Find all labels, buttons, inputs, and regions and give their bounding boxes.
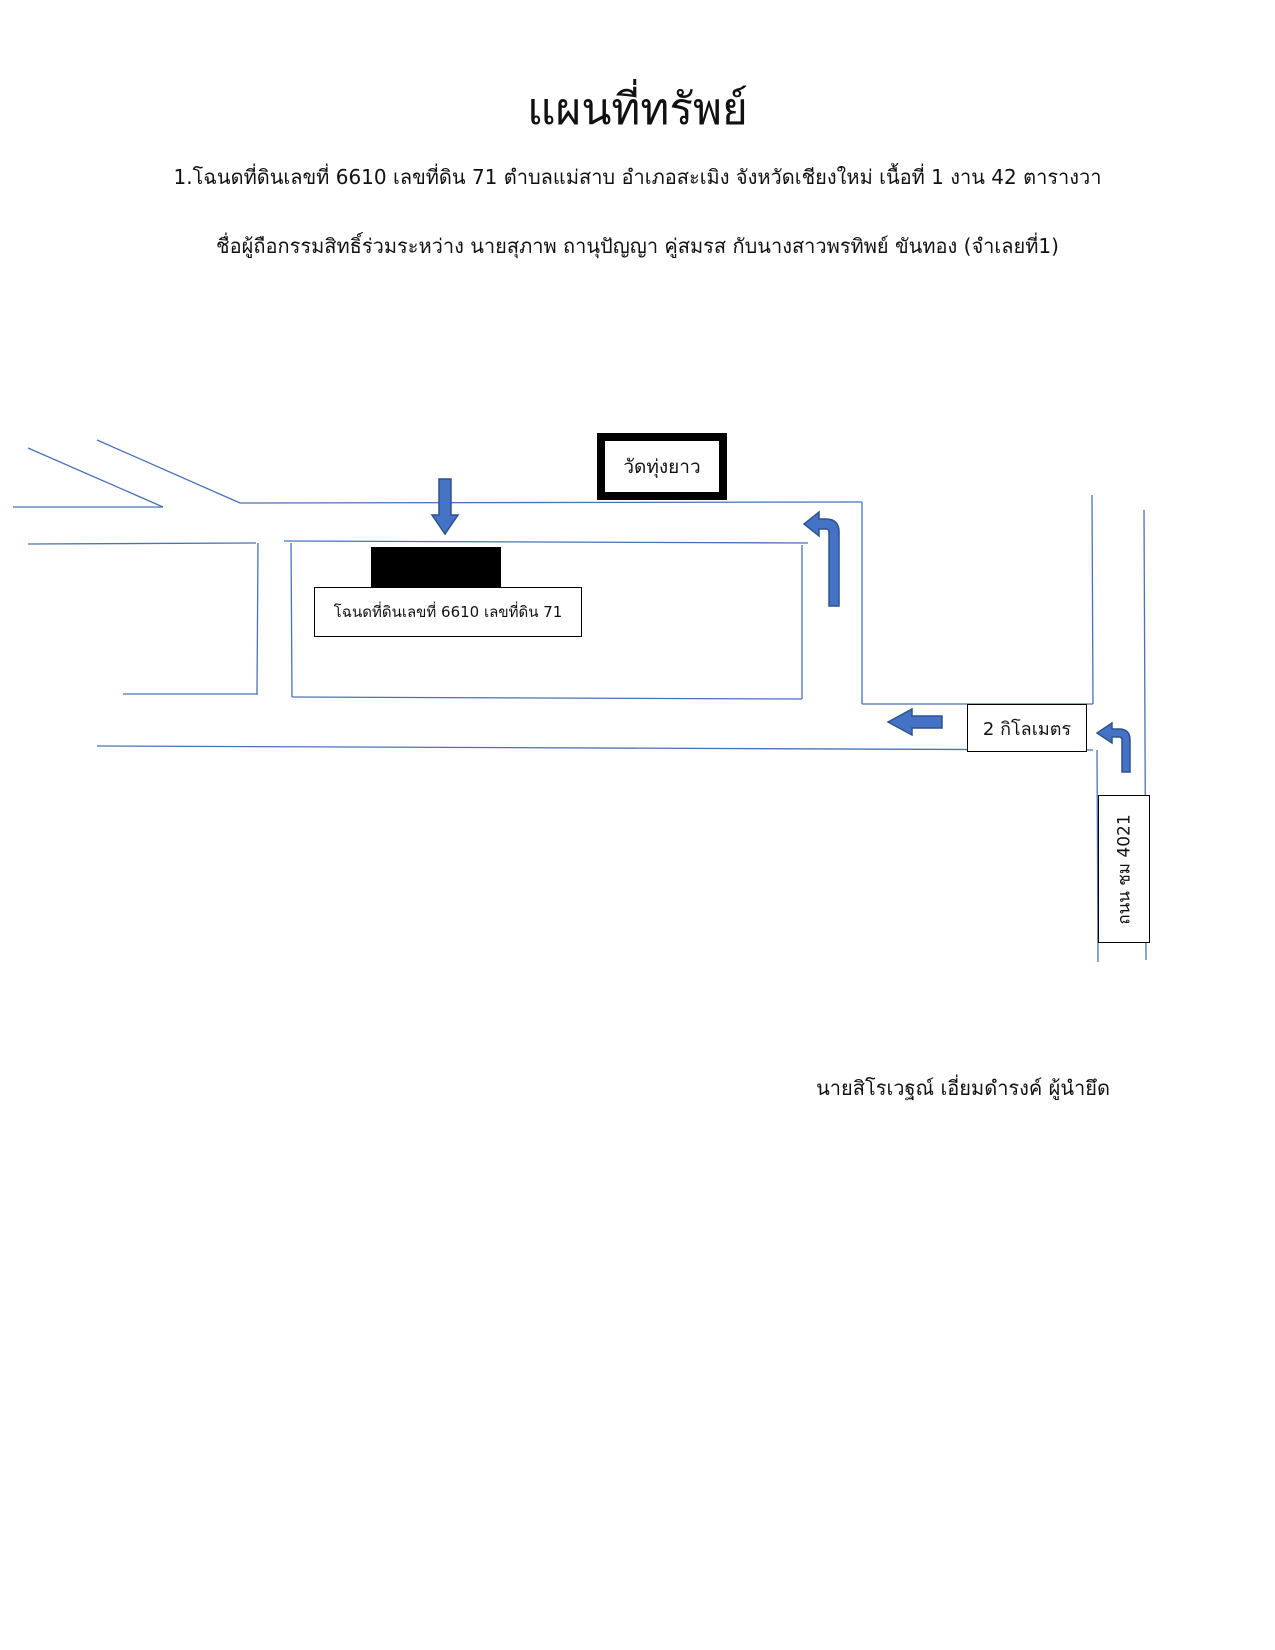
arrow-down-icon <box>430 478 460 536</box>
turn-left-arrow-icon <box>1095 721 1131 773</box>
building-block <box>371 547 501 587</box>
arrow-left-icon <box>886 707 943 737</box>
seizure-officer-signature-line: นายสิโรเวฐณ์ เอี่ยมดำรงค์ ผู้นำยึด <box>816 1076 1110 1100</box>
page-title: แผนที่ทรัพย์ <box>527 84 748 135</box>
road-label-box: ถนน ชม 4021 <box>1098 795 1150 943</box>
distance-label: 2 กิโลเมตร <box>967 704 1087 752</box>
road-lines <box>13 439 1147 963</box>
temple-label: วัดทุ่งยาว <box>597 433 727 500</box>
owners-text: ชื่อผู้ถือกรรมสิทธิ์ร่วมระหว่าง นายสุภาพ… <box>216 234 1059 258</box>
turn-left-arrow-icon <box>802 510 840 607</box>
deed-details-text: 1.โฉนดที่ดินเลขที่ 6610 เลขที่ดิน 71 ตำบ… <box>173 165 1102 189</box>
road-label: ถนน ชม 4021 <box>1114 813 1135 925</box>
deed-label: โฉนดที่ดินเลขที่ 6610 เลขที่ดิน 71 <box>314 587 582 637</box>
